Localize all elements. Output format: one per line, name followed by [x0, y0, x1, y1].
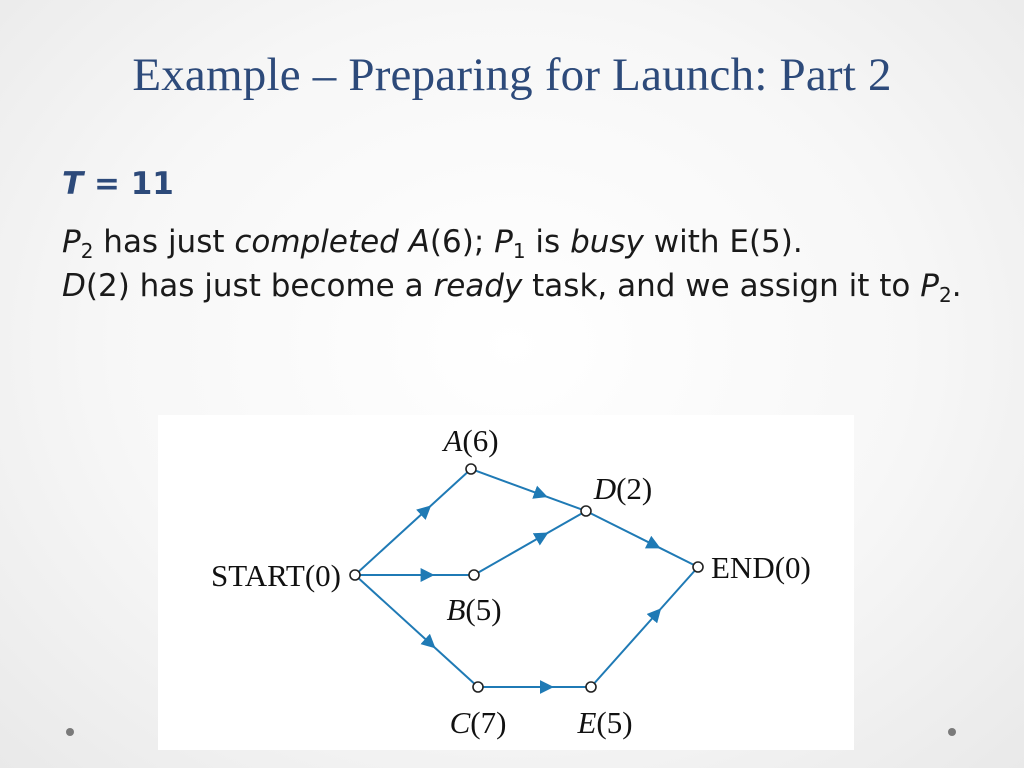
edge-start-to-a: [358, 471, 468, 573]
node-a: [465, 463, 477, 475]
node-label-a: A(6): [441, 423, 498, 458]
edge-d-to-end: [590, 512, 694, 566]
processor-p2-assign: P: [920, 268, 939, 304]
node-duration-b: (5): [465, 592, 501, 627]
time-variable: T: [62, 166, 84, 202]
right-dot-decoration: [948, 728, 956, 736]
edge-e-to-end: [593, 570, 696, 684]
processor-p2-assign-subscript: 2: [938, 283, 952, 307]
node-label-c: C(7): [450, 705, 507, 740]
task-a-ref: A: [398, 224, 430, 260]
node-duration-c: (7): [470, 705, 506, 740]
node-c: [472, 681, 484, 693]
node-duration-end: (0): [775, 550, 811, 585]
node-name-a: A: [441, 423, 463, 458]
processor-p1-subscript: 1: [512, 239, 526, 263]
node-b: [468, 569, 480, 581]
word-busy: busy: [570, 224, 644, 260]
node-name-end: END: [711, 550, 775, 585]
body-text-fragment: .: [951, 268, 962, 304]
processor-p1: P: [494, 224, 513, 260]
node-duration-a: (6): [462, 423, 498, 458]
body-text-fragment: with E(5).: [643, 224, 803, 260]
node-duration-start: (0): [305, 558, 341, 593]
node-name-start: START: [211, 558, 305, 593]
body-text-fragment: (6);: [429, 224, 495, 260]
task-graph-panel: START(0)A(6)B(5)C(7)D(2)E(5)END(0): [158, 415, 854, 750]
node-d: [580, 505, 592, 517]
node-end: [692, 561, 704, 573]
node-label-b: B(5): [446, 592, 501, 627]
node-duration-d: (2): [616, 471, 652, 506]
edge-b-to-d: [477, 512, 583, 574]
node-label-d: D(2): [593, 471, 653, 506]
word-ready: ready: [433, 268, 523, 304]
processor-p2-subscript: 2: [80, 239, 94, 263]
body-text-fragment: task, and we assign it to: [522, 268, 921, 304]
edge-start-to-c: [358, 577, 475, 685]
body-text-fragment: has just: [93, 224, 235, 260]
node-duration-e: (5): [596, 705, 632, 740]
task-d-ref: D: [62, 268, 86, 304]
body-text-fragment: is: [525, 224, 571, 260]
node-label-e: E(5): [576, 705, 632, 740]
processor-p2: P: [62, 224, 81, 260]
left-dot-decoration: [66, 728, 74, 736]
node-label-start: START(0): [211, 558, 341, 593]
node-name-d: D: [593, 471, 616, 506]
edge-a-to-d: [475, 469, 582, 511]
node-name-e: E: [576, 705, 596, 740]
slide-body-text: P2 has just completed A(6); P1 is busy w…: [62, 220, 982, 308]
node-start: [349, 569, 361, 581]
body-text-fragment: (2) has just become a: [85, 268, 434, 304]
task-graph: START(0)A(6)B(5)C(7)D(2)E(5)END(0): [211, 423, 811, 740]
node-e: [585, 681, 597, 693]
time-indicator: T = 11: [62, 166, 174, 202]
slide-title: Example – Preparing for Launch: Part 2: [132, 49, 892, 101]
word-completed: completed: [234, 224, 399, 260]
node-name-b: B: [446, 592, 465, 627]
time-value: = 11: [83, 166, 174, 202]
node-label-end: END(0): [711, 550, 811, 585]
node-name-c: C: [450, 705, 471, 740]
